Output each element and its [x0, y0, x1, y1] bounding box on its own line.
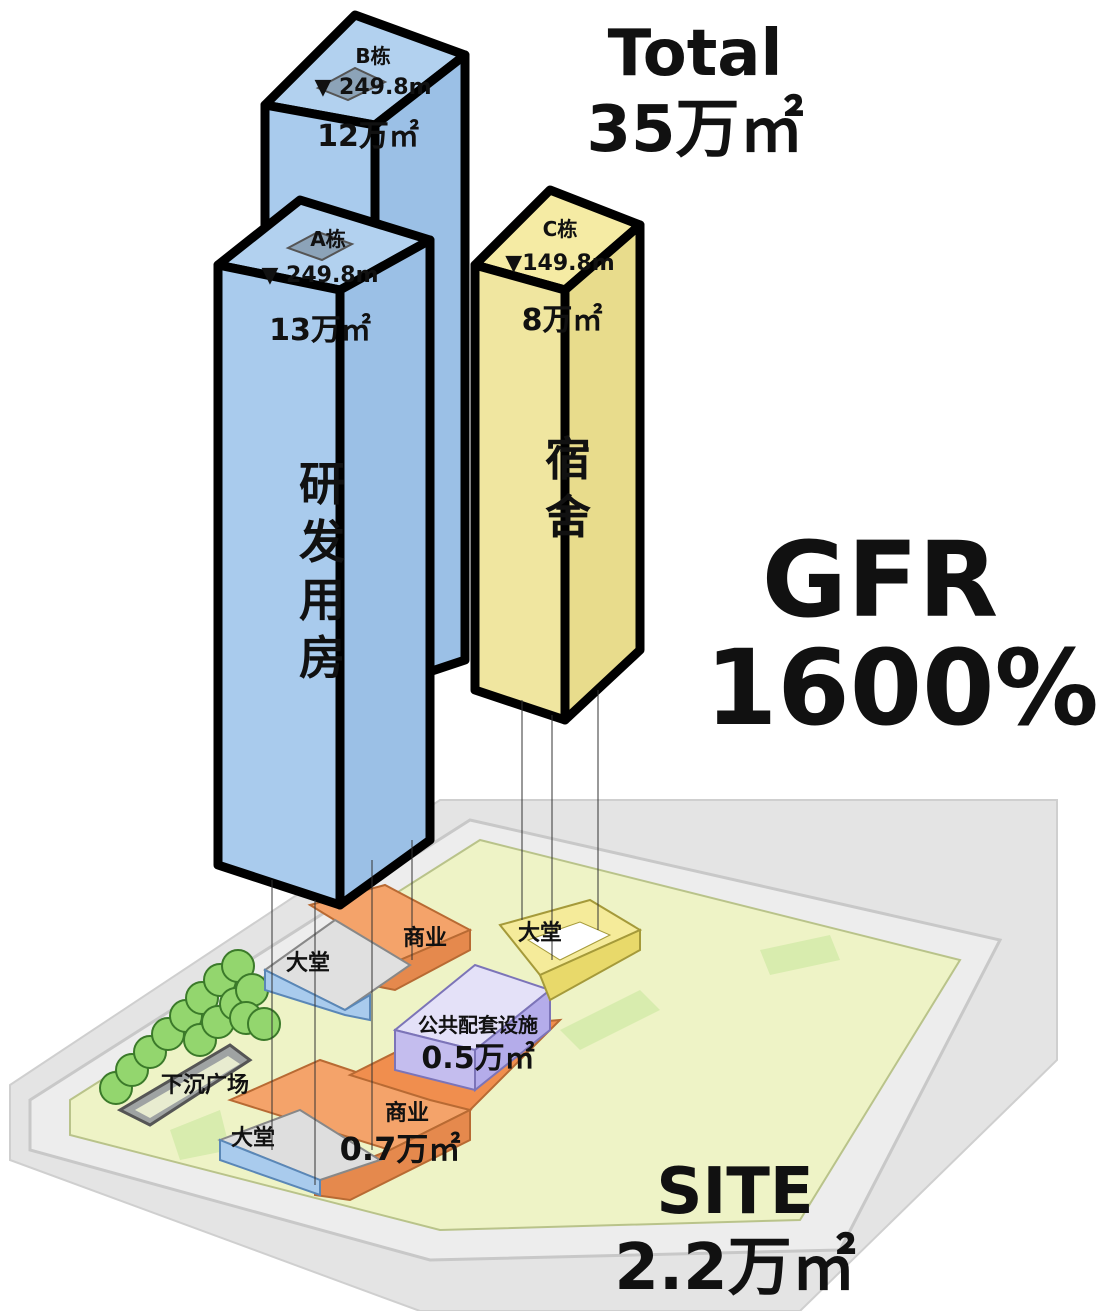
tower-b-area: 12万㎡ — [317, 119, 419, 154]
tower-a — [213, 195, 435, 1185]
tower-c-id: C栋 — [543, 217, 578, 241]
tower-c-area: 8万㎡ — [522, 303, 603, 338]
tree — [235, 973, 269, 1007]
tower-a-side — [335, 235, 435, 910]
tower-b-core — [315, 66, 388, 102]
tower-a-id: A栋 — [310, 227, 345, 251]
lobby-label-b: 大堂 — [231, 1126, 275, 1151]
tower-b-id: B栋 — [355, 44, 390, 68]
lobby-block-a-front — [264, 968, 371, 1022]
use-char: 用 — [299, 573, 345, 627]
tower-a-area: 13万㎡ — [269, 313, 371, 348]
green-strip-3 — [760, 935, 840, 975]
tower-b-height: ▼ 249.8m — [314, 75, 431, 100]
tower-c — [470, 185, 645, 960]
site-area: 2.2万㎡ — [614, 1231, 856, 1305]
tower-c-height: ▼149.8m — [505, 251, 614, 276]
green-strip-1 — [170, 1110, 230, 1160]
tower-a-use: 研发用房 — [299, 457, 345, 685]
public-facility-area: 0.5万㎡ — [421, 1041, 534, 1076]
retail-podium-front — [314, 1108, 471, 1202]
massing-diagram: B栋 ▼ 249.8m 12万㎡ A栋 ▼ 249.8m 13万㎡ C栋 ▼14… — [9, 10, 1058, 1311]
lobby-block-c-court — [526, 921, 612, 961]
gfr-value: 1600% — [705, 627, 1099, 749]
use-char: 宿 — [545, 432, 591, 486]
retail-label-rear: 商业 — [403, 925, 447, 951]
sunken-plaza-label: 下沉广场 — [161, 1072, 249, 1098]
tree-grove — [99, 949, 281, 1105]
lobby-block-c-side — [538, 928, 641, 1002]
tower-a-height: ▼ 249.8m — [261, 263, 378, 288]
public-facility-label: 公共配套设施 — [418, 1013, 538, 1037]
lobby-label-c: 大堂 — [518, 921, 562, 946]
use-char: 研 — [299, 457, 345, 511]
podium — [217, 883, 643, 1202]
site-label: SITE — [656, 1155, 814, 1229]
tower-c-use: 宿舍 — [545, 432, 591, 544]
tree — [247, 1007, 281, 1041]
use-char: 舍 — [545, 490, 591, 544]
public-facility-side — [474, 987, 551, 1093]
retail-label-front: 商业 — [385, 1100, 429, 1126]
use-char: 房 — [299, 631, 345, 685]
use-char: 发 — [299, 515, 345, 569]
green-strip-2 — [560, 990, 660, 1050]
sunken-plaza-floor — [135, 1056, 240, 1118]
total-area: 35万㎡ — [586, 93, 804, 167]
retail-area: 0.7万㎡ — [340, 1130, 461, 1168]
total-label: Total — [607, 17, 783, 91]
lobby-block-b-front — [219, 1138, 321, 1197]
lobby-label-a: 大堂 — [286, 951, 330, 976]
gfr-label: GFR — [761, 519, 999, 641]
tower-a-core — [285, 230, 355, 262]
tower-c-side — [560, 220, 645, 725]
